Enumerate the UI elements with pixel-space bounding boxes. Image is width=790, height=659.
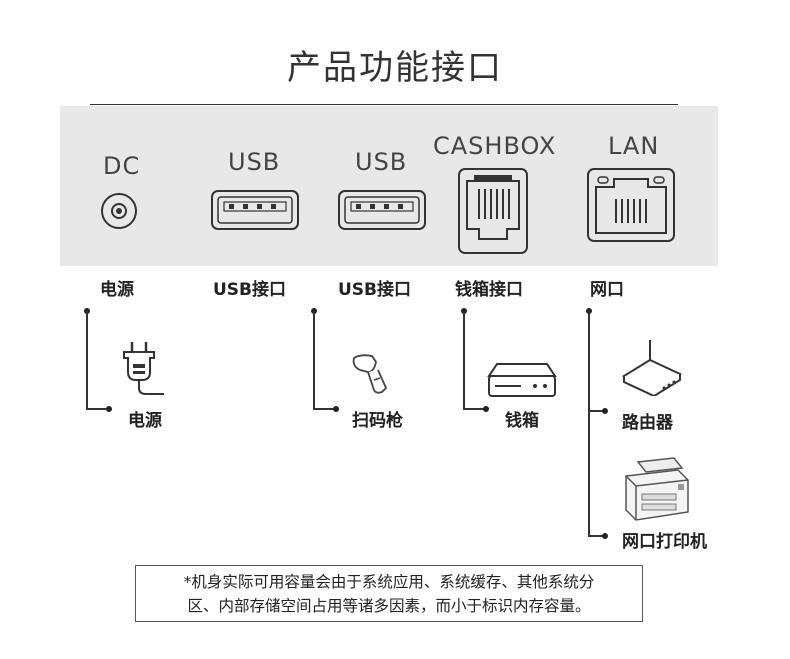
device-label-power: 电源 <box>128 411 162 431</box>
port-label-cashbox: CASHBOX <box>433 132 557 160</box>
ethernet-port-icon <box>587 168 675 242</box>
device-label-cashbox: 钱箱 <box>505 411 539 431</box>
cash-drawer-icon <box>487 363 557 397</box>
connector-dot <box>602 408 608 414</box>
dc-jack-icon <box>101 193 137 229</box>
connector-line <box>588 410 604 412</box>
port-label-usb-1: USB <box>228 148 281 176</box>
disclaimer-line-1: *机身实际可用容量会由于系统应用、系统缓存、其他系统分 <box>183 573 595 591</box>
title-divider <box>90 104 678 105</box>
printer-icon <box>625 457 689 521</box>
port-label-dc: DC <box>103 152 141 180</box>
connector-dot <box>602 533 608 539</box>
port-caption-lan: 网口 <box>590 280 624 300</box>
port-caption-usb-1: USB接口 <box>213 280 287 300</box>
rj-port-icon <box>458 168 528 254</box>
router-icon <box>621 340 683 396</box>
connector-dot <box>483 406 489 412</box>
connector-line <box>313 311 315 409</box>
connector-line <box>463 311 465 409</box>
connector-dot <box>333 406 339 412</box>
connector-line <box>588 535 604 537</box>
disclaimer-line-2: 区、内部存储空间占用等诸多因素，而小于标识内存容量。 <box>187 597 591 615</box>
connector-line <box>463 408 485 410</box>
device-label-scanner: 扫码枪 <box>352 411 403 431</box>
port-label-lan: LAN <box>608 132 660 160</box>
usb-port-icon <box>338 190 426 230</box>
disclaimer-note: *机身实际可用容量会由于系统应用、系统缓存、其他系统分 区、内部存储空间占用等诸… <box>135 565 643 622</box>
connector-dot <box>106 406 112 412</box>
connector-line <box>86 311 88 409</box>
connector-line <box>588 311 590 536</box>
connector-line <box>313 408 335 410</box>
port-caption-power: 电源 <box>100 280 134 300</box>
barcode-scanner-icon <box>352 354 388 394</box>
power-plug-icon <box>123 342 164 395</box>
page-title: 产品功能接口 <box>287 48 503 88</box>
port-caption-usb-2: USB接口 <box>338 280 412 300</box>
port-caption-cashbox: 钱箱接口 <box>455 280 523 300</box>
usb-port-icon <box>211 190 299 230</box>
port-label-usb-2: USB <box>355 148 408 176</box>
device-label-printer: 网口打印机 <box>622 532 707 552</box>
device-label-router: 路由器 <box>622 413 673 433</box>
connector-line <box>86 408 108 410</box>
